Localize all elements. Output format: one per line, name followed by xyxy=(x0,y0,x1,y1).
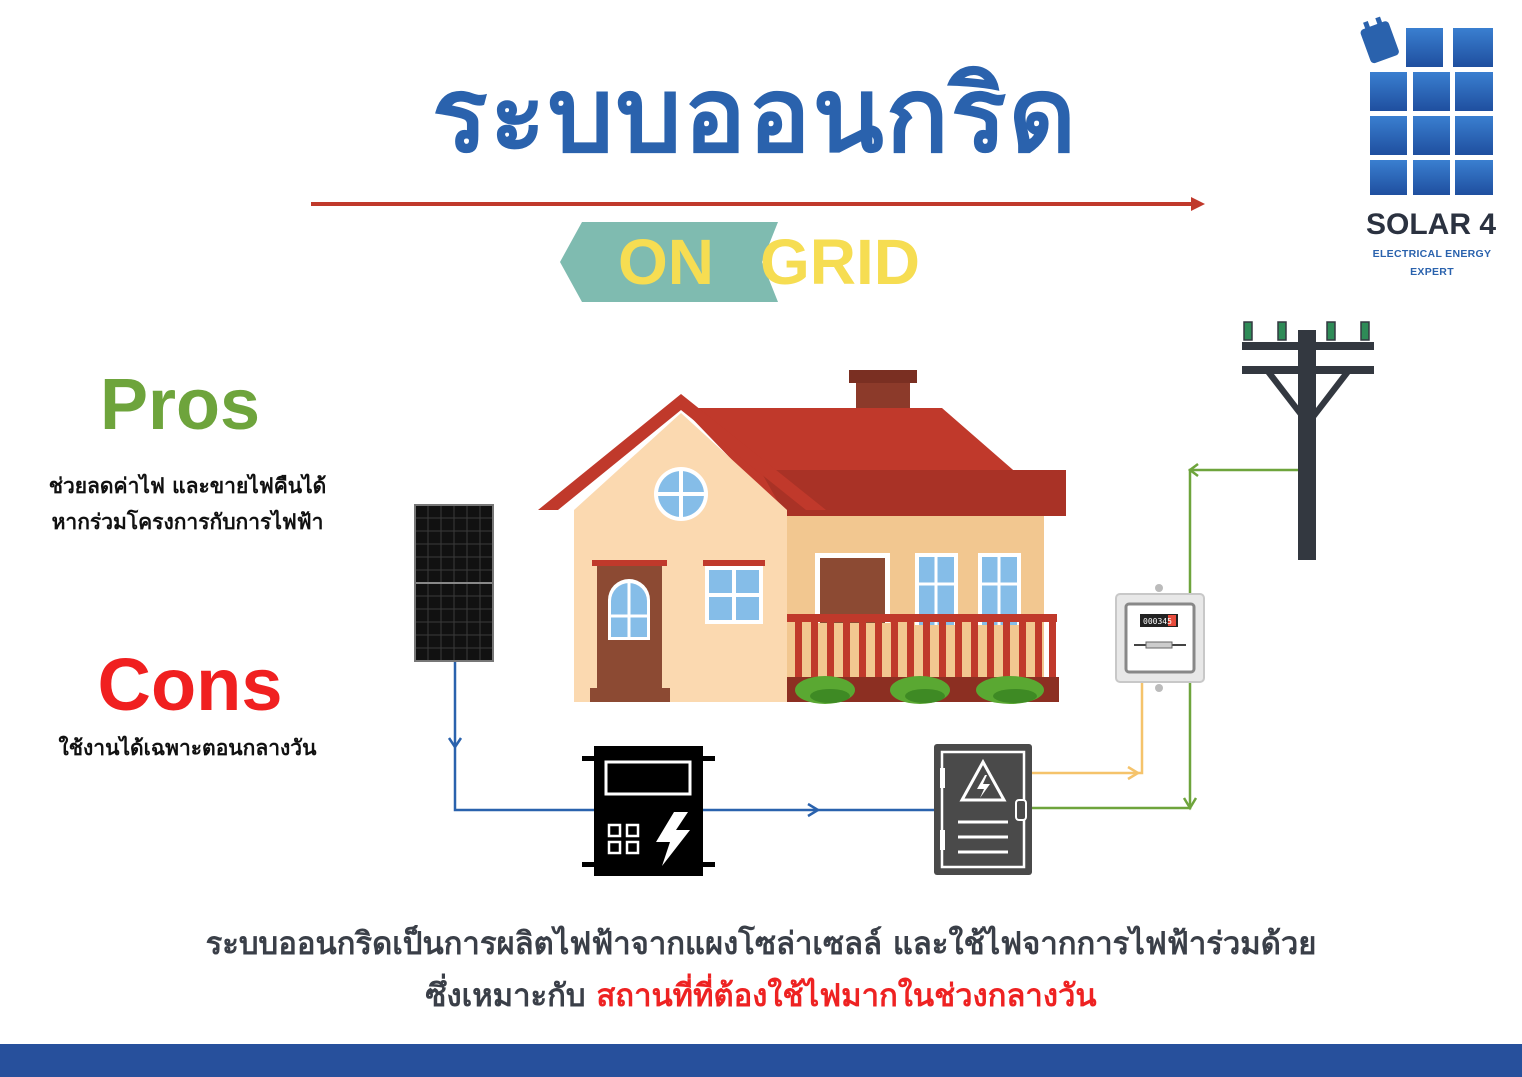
pros-line-1: ช่วยลดค่าไฟ และขายไฟคืนได้ xyxy=(48,474,327,498)
inverter-icon xyxy=(582,746,715,876)
pros-line-2: หากร่วมโครงการกับการไฟฟ้า xyxy=(51,510,324,534)
title-underline-arrow xyxy=(311,197,1205,211)
electric-meter-icon xyxy=(1115,584,1205,692)
house-icon xyxy=(538,370,1066,704)
bottom-bar xyxy=(0,1044,1522,1077)
banner-grid-label: GRID xyxy=(760,226,920,298)
on-grid-banner xyxy=(560,222,778,302)
solar-panel-icon xyxy=(414,504,494,662)
dc-line-panel-to-inverter xyxy=(447,660,594,812)
logo-tagline: ELECTRICAL ENERGY EXPERT xyxy=(1372,248,1492,278)
cons-description: ใช้งานได้เฉพาะตอนกลางวัน xyxy=(58,736,317,760)
page-title: ระบบออนกริด xyxy=(431,54,1079,176)
caption-line-2-highlight: สถานที่ที่ต้องใช้ไฟมากในช่วงกลางวัน xyxy=(596,978,1097,1014)
banner-on-label: ON xyxy=(618,226,714,298)
electrical-cabinet-icon xyxy=(934,744,1032,875)
ac-line-inverter-to-cabinet xyxy=(703,802,934,818)
pros-heading: Pros xyxy=(99,365,261,445)
line-cabinet-to-meter xyxy=(1032,681,1144,781)
pros-description: ช่วยลดค่าไฟ และขายไฟคืนได้ หากร่วมโครงกา… xyxy=(10,468,365,540)
caption-line-2-prefix: ซึ่งเหมาะกับ xyxy=(425,978,586,1014)
caption-line-1: ระบบออนกริดเป็นการผลิตไฟฟ้าจากแผงโซล่าเซ… xyxy=(205,926,1317,962)
cons-heading: Cons xyxy=(97,643,283,726)
logo-solar-panel-icon xyxy=(1360,16,1493,195)
caption-line-2: ซึ่งเหมาะกับ สถานที่ที่ต้องใช้ไฟมากในช่ว… xyxy=(40,970,1482,1022)
meter-reading: 000345 xyxy=(1143,617,1172,626)
power-pole-icon xyxy=(1242,321,1374,560)
logo-name: SOLAR 4 xyxy=(1365,208,1497,241)
on-grid-diagram: 000345 xyxy=(414,321,1374,876)
